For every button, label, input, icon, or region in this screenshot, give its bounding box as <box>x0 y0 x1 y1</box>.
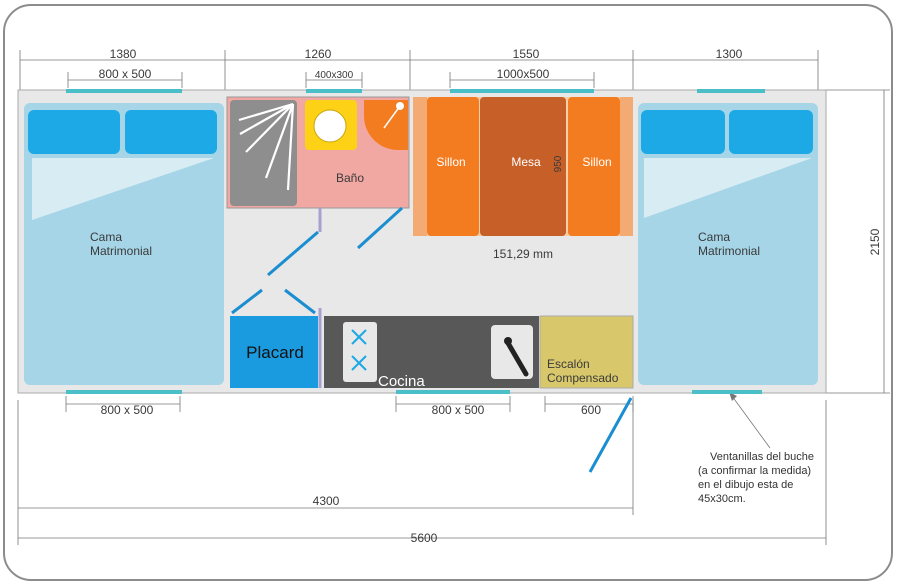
dim-top-4: 1300 <box>716 47 743 61</box>
armchair-right-back <box>620 97 633 236</box>
dim-window-top-1: 800 x 500 <box>99 67 152 81</box>
dim-window-bottom-2: 800 x 500 <box>432 403 485 417</box>
pillow-icon <box>125 110 217 154</box>
stove <box>343 322 377 382</box>
bathroom-door <box>267 230 319 277</box>
bed-right-label-2: Matrimonial <box>698 244 760 258</box>
dim-total-length: 5600 <box>411 531 438 545</box>
dim-table-depth: 950 <box>553 155 564 172</box>
sink-bowl-icon <box>313 109 347 143</box>
closet-label: Placard <box>246 343 304 362</box>
kitchen <box>324 316 539 388</box>
note-line-2: (a confirmar la medida) <box>698 465 811 477</box>
window-bottom-2 <box>396 390 510 394</box>
lounge <box>413 97 633 236</box>
table-label: Mesa <box>511 155 541 169</box>
note-arrow <box>729 392 737 401</box>
kitchen-label: Cocina <box>378 373 425 390</box>
dim-door: 600 <box>581 403 601 417</box>
armchair-right-label: Sillon <box>582 155 611 169</box>
armchair-right <box>568 97 620 236</box>
note-line-3: en el dibujo esta de <box>698 479 793 491</box>
closet <box>230 316 318 388</box>
closet-door-left <box>231 288 263 315</box>
entry-door <box>588 397 633 473</box>
armchair-left <box>427 97 479 236</box>
shower-icon <box>238 102 295 191</box>
armchair-left-label: Sillon <box>436 155 465 169</box>
dimension-lines <box>17 50 890 545</box>
note-line-1: Ventanillas del buche <box>710 451 814 463</box>
closet-door-right <box>284 288 316 315</box>
window-top-2 <box>306 89 362 93</box>
window-top-3 <box>450 89 594 93</box>
dim-table-span: 151,29 mm <box>493 247 553 261</box>
step-label-1: Escalón <box>547 357 590 371</box>
burner-icon <box>351 329 367 371</box>
bed-left-label-1: Cama <box>90 230 122 244</box>
dim-body-length: 4300 <box>313 494 340 508</box>
step-label-2: Compensado <box>547 371 619 385</box>
dim-window-top-2: 400x300 <box>315 70 354 81</box>
dim-window-bottom-1: 800 x 500 <box>101 403 154 417</box>
doors <box>231 206 633 473</box>
bed-left <box>24 103 224 385</box>
bed-right-label-1: Cama <box>698 230 730 244</box>
step <box>539 315 634 389</box>
note-line-4: 45x30cm. <box>698 493 746 505</box>
faucet-icon <box>505 340 529 377</box>
window-bottom-3 <box>692 390 762 394</box>
dim-top-3: 1550 <box>513 47 540 61</box>
window-bottom-1 <box>66 390 182 394</box>
bathroom-door <box>356 206 404 250</box>
shower-tray <box>230 100 297 206</box>
bathroom-label: Baño <box>336 171 364 185</box>
pillow-icon <box>729 110 813 154</box>
dim-window-top-3: 1000x500 <box>497 67 550 81</box>
table <box>480 97 566 236</box>
bed-left-label-2: Matrimonial <box>90 244 152 258</box>
bathroom <box>226 96 410 209</box>
windows <box>66 89 765 394</box>
pillow-icon <box>641 110 725 154</box>
pillow-icon <box>28 110 120 154</box>
window-top-1 <box>66 89 182 93</box>
dim-top-2: 1260 <box>305 47 332 61</box>
dim-top-1: 1380 <box>110 47 137 61</box>
dim-height: 2150 <box>868 228 882 255</box>
bed-right <box>638 103 818 385</box>
armchair-left-back <box>413 97 427 236</box>
drawing-frame <box>3 4 893 581</box>
window-top-4 <box>697 89 765 93</box>
